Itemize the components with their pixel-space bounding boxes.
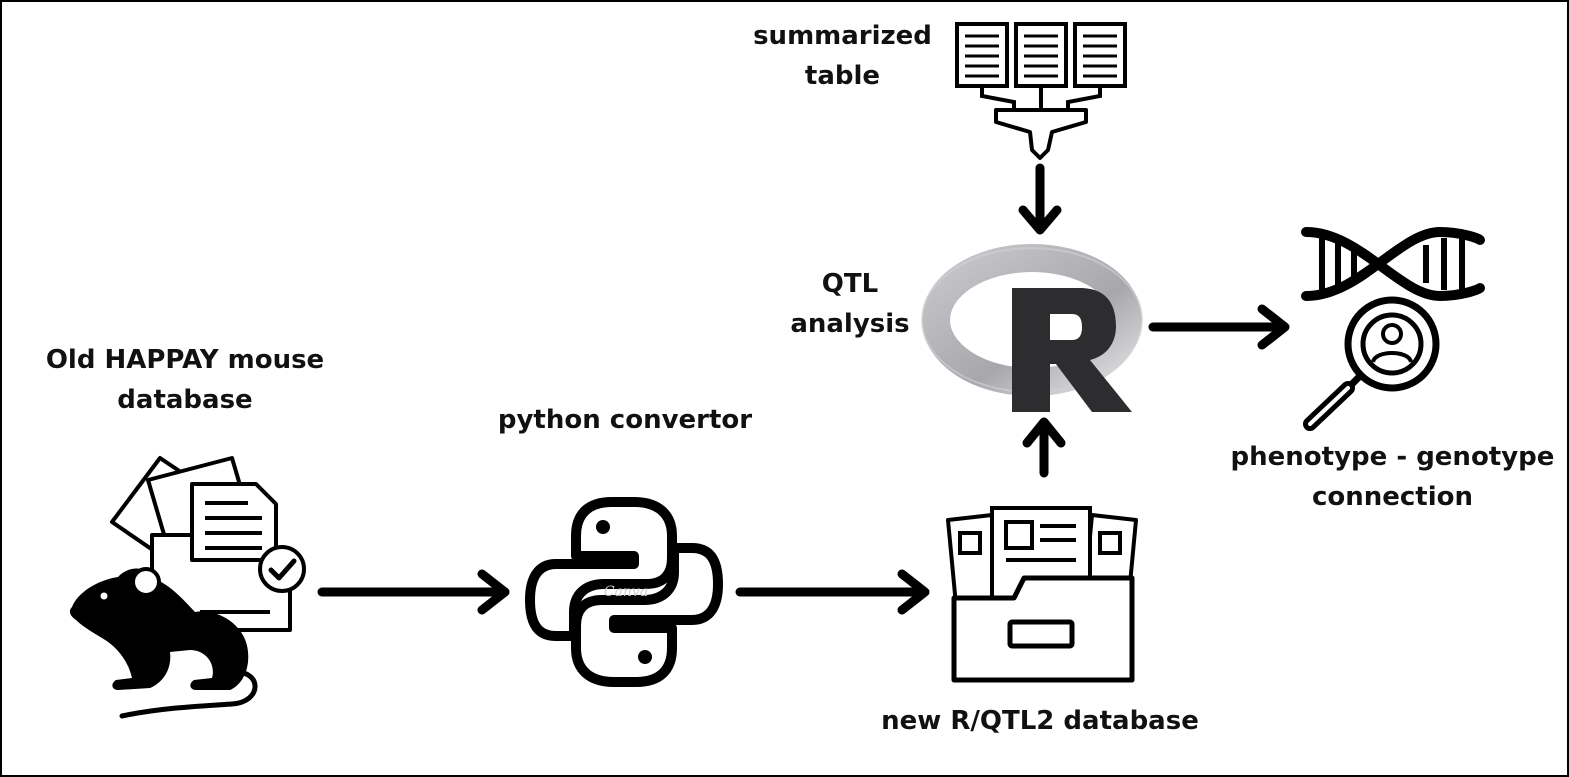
arrow-r-to-result	[1148, 304, 1290, 350]
file-drawer-icon	[946, 506, 1138, 683]
result-label: phenotype - genotype connection	[1220, 437, 1565, 517]
mouse-database-icon	[69, 456, 306, 719]
python-logo-icon: Canva	[525, 497, 723, 687]
old-db-label-line-2: database	[117, 385, 253, 415]
old-db-label: Old HAPPAY mouse database	[25, 340, 345, 420]
new-db-label-line-1: new R/QTL2 database	[881, 706, 1199, 736]
qtl-label-line-1: QTL	[821, 269, 879, 299]
qtl-label-line-2: analysis	[790, 309, 910, 339]
python-label: python convertor	[470, 400, 780, 440]
r-logo-letter: R	[1060, 399, 1061, 401]
dna-search-icon	[1301, 226, 1485, 431]
summary-label-line-2: table	[804, 61, 881, 91]
old-db-label-line-1: Old HAPPAY mouse	[45, 345, 325, 375]
summary-label-line-1: summarized	[753, 21, 932, 51]
result-label-line-1: phenotype - genotype	[1230, 442, 1555, 472]
summarized-table-icon	[955, 22, 1127, 160]
r-logo-icon: R	[921, 244, 1143, 412]
arrow-python-to-db	[735, 569, 930, 615]
new-db-label: new R/QTL2 database	[860, 701, 1220, 741]
python-label-line-1: python convertor	[497, 405, 753, 435]
summary-label: summarized table	[740, 16, 945, 96]
result-label-line-2: connection	[1311, 482, 1474, 512]
arrow-table-to-r	[1018, 163, 1062, 235]
canva-watermark: Canva	[604, 584, 648, 600]
qtl-label: QTL analysis	[775, 264, 925, 344]
arrow-db-to-r	[1022, 417, 1066, 478]
arrow-old-to-python	[317, 569, 510, 615]
